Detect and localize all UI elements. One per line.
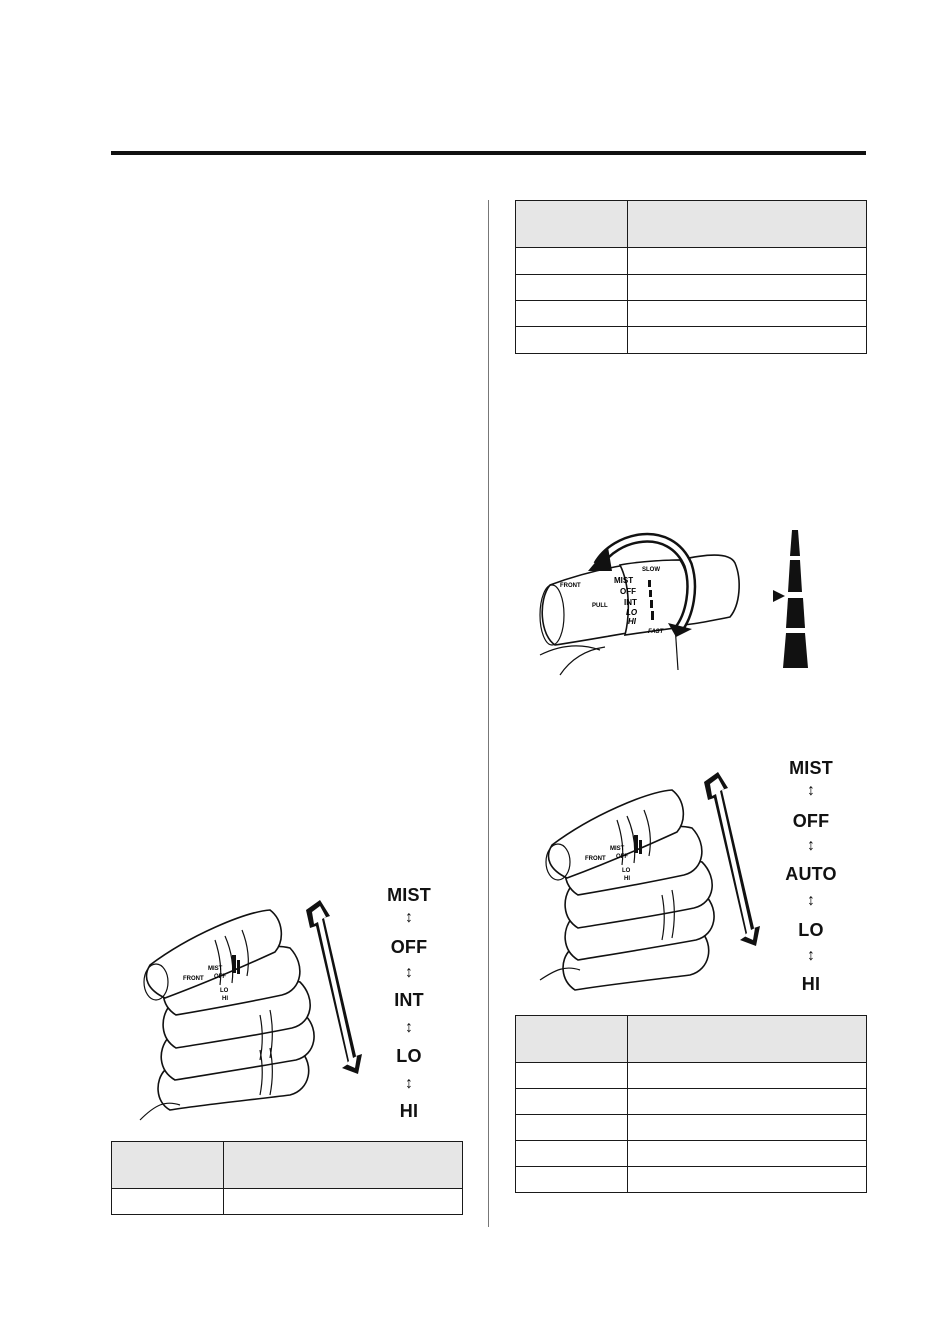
updown-arrow-icon: ↕ — [807, 892, 815, 909]
table-cell — [111, 1188, 224, 1215]
lever-mark-lo: LO — [622, 868, 631, 874]
table-cell — [515, 1062, 628, 1089]
table-row — [515, 247, 867, 275]
table-row — [515, 1088, 867, 1115]
updown-arrow-icon: ↕ — [807, 837, 815, 854]
table-cell — [627, 247, 867, 275]
left-double-arrow-icon — [306, 900, 362, 1074]
table-row — [111, 1188, 463, 1215]
lever-mark-off: OFF — [214, 974, 226, 980]
table-row — [515, 1062, 867, 1089]
table-cell — [627, 1140, 867, 1167]
table-cell — [627, 1166, 867, 1193]
left-position-mist: MIST — [387, 885, 431, 905]
left-position-lo: LO — [396, 1046, 422, 1066]
table-row — [515, 326, 867, 354]
dial-mark-fast: FAST — [648, 629, 665, 635]
right-position-hi: HI — [801, 974, 821, 994]
table-cell — [627, 300, 867, 327]
dial-mark-slow: SLOW — [642, 567, 660, 573]
table-header-cell — [627, 200, 867, 248]
updown-arrow-icon: ↕ — [405, 1075, 413, 1092]
dial-mark-mist: MIST — [614, 576, 633, 585]
lever-mark-mist: MIST — [610, 846, 625, 852]
table-cell — [515, 326, 628, 354]
table-cell — [515, 1166, 628, 1193]
speed-scale-icon — [773, 530, 808, 668]
lever-mark-mist: MIST — [208, 966, 223, 972]
left-position-int: INT — [394, 990, 424, 1010]
right-wiper-lever-illustration: FRONT MIST OFF LO HI — [539, 789, 715, 991]
table-cell — [515, 300, 628, 327]
table-header-cell — [515, 200, 628, 248]
table-header-row — [515, 1015, 867, 1063]
table-header-cell — [111, 1141, 224, 1189]
table-header-cell — [223, 1141, 463, 1189]
right-double-arrow-icon — [704, 772, 760, 946]
table-row — [515, 300, 867, 327]
lever-mark-lo: LO — [220, 988, 229, 994]
left-bottom-table — [111, 1141, 463, 1215]
table-cell — [627, 1088, 867, 1115]
table-cell — [627, 326, 867, 354]
updown-arrow-icon: ↕ — [405, 1019, 413, 1036]
table-row — [515, 1166, 867, 1193]
lever-mark-off: OFF — [616, 854, 628, 860]
table-cell — [627, 274, 867, 301]
updown-arrow-icon: ↕ — [405, 909, 413, 926]
dial-mark-off: OFF — [620, 587, 636, 596]
table-cell — [515, 1140, 628, 1167]
lever-mark-hi: HI — [624, 876, 630, 882]
table-cell — [515, 1114, 628, 1141]
table-cell — [627, 1062, 867, 1089]
dial-mark-front: FRONT — [560, 583, 581, 589]
dial-mark-hi: HI — [628, 617, 637, 626]
table-row — [515, 1140, 867, 1167]
column-divider — [488, 200, 489, 1227]
right-position-mist: MIST — [789, 758, 833, 778]
dial-mark-pull: PULL — [592, 603, 608, 609]
updown-arrow-icon: ↕ — [405, 964, 413, 981]
table-header-cell — [627, 1015, 867, 1063]
table-cell — [515, 247, 628, 275]
right-intermittent-dial-illustration: FRONT PULL MIST OFF INT LO HI SLOW FAST — [539, 533, 740, 676]
page-header-rule — [111, 151, 866, 155]
updown-arrow-icon: ↕ — [807, 782, 815, 799]
table-header-row — [515, 200, 867, 248]
table-cell — [627, 1114, 867, 1141]
updown-arrow-icon: ↕ — [807, 947, 815, 964]
table-row — [515, 1114, 867, 1141]
lever-mark-hi: HI — [222, 996, 228, 1002]
table-cell — [515, 274, 628, 301]
table-row — [515, 274, 867, 301]
right-top-table — [515, 200, 867, 354]
right-bottom-table — [515, 1015, 867, 1193]
right-position-lo: LO — [798, 920, 824, 940]
lever-mark-front: FRONT — [183, 976, 204, 982]
table-header-row — [111, 1141, 463, 1189]
lever-mark-front: FRONT — [585, 856, 606, 862]
left-position-hi: HI — [399, 1101, 419, 1121]
dial-mark-int: INT — [624, 598, 637, 607]
left-position-off: OFF — [390, 937, 428, 957]
right-position-off: OFF — [792, 811, 830, 831]
table-cell — [223, 1188, 463, 1215]
right-position-auto: AUTO — [785, 864, 837, 884]
left-wiper-lever-illustration: FRONT MIST OFF LO HI — [139, 909, 315, 1121]
dial-mark-lo: LO — [626, 608, 638, 617]
table-header-cell — [515, 1015, 628, 1063]
table-cell — [515, 1088, 628, 1115]
